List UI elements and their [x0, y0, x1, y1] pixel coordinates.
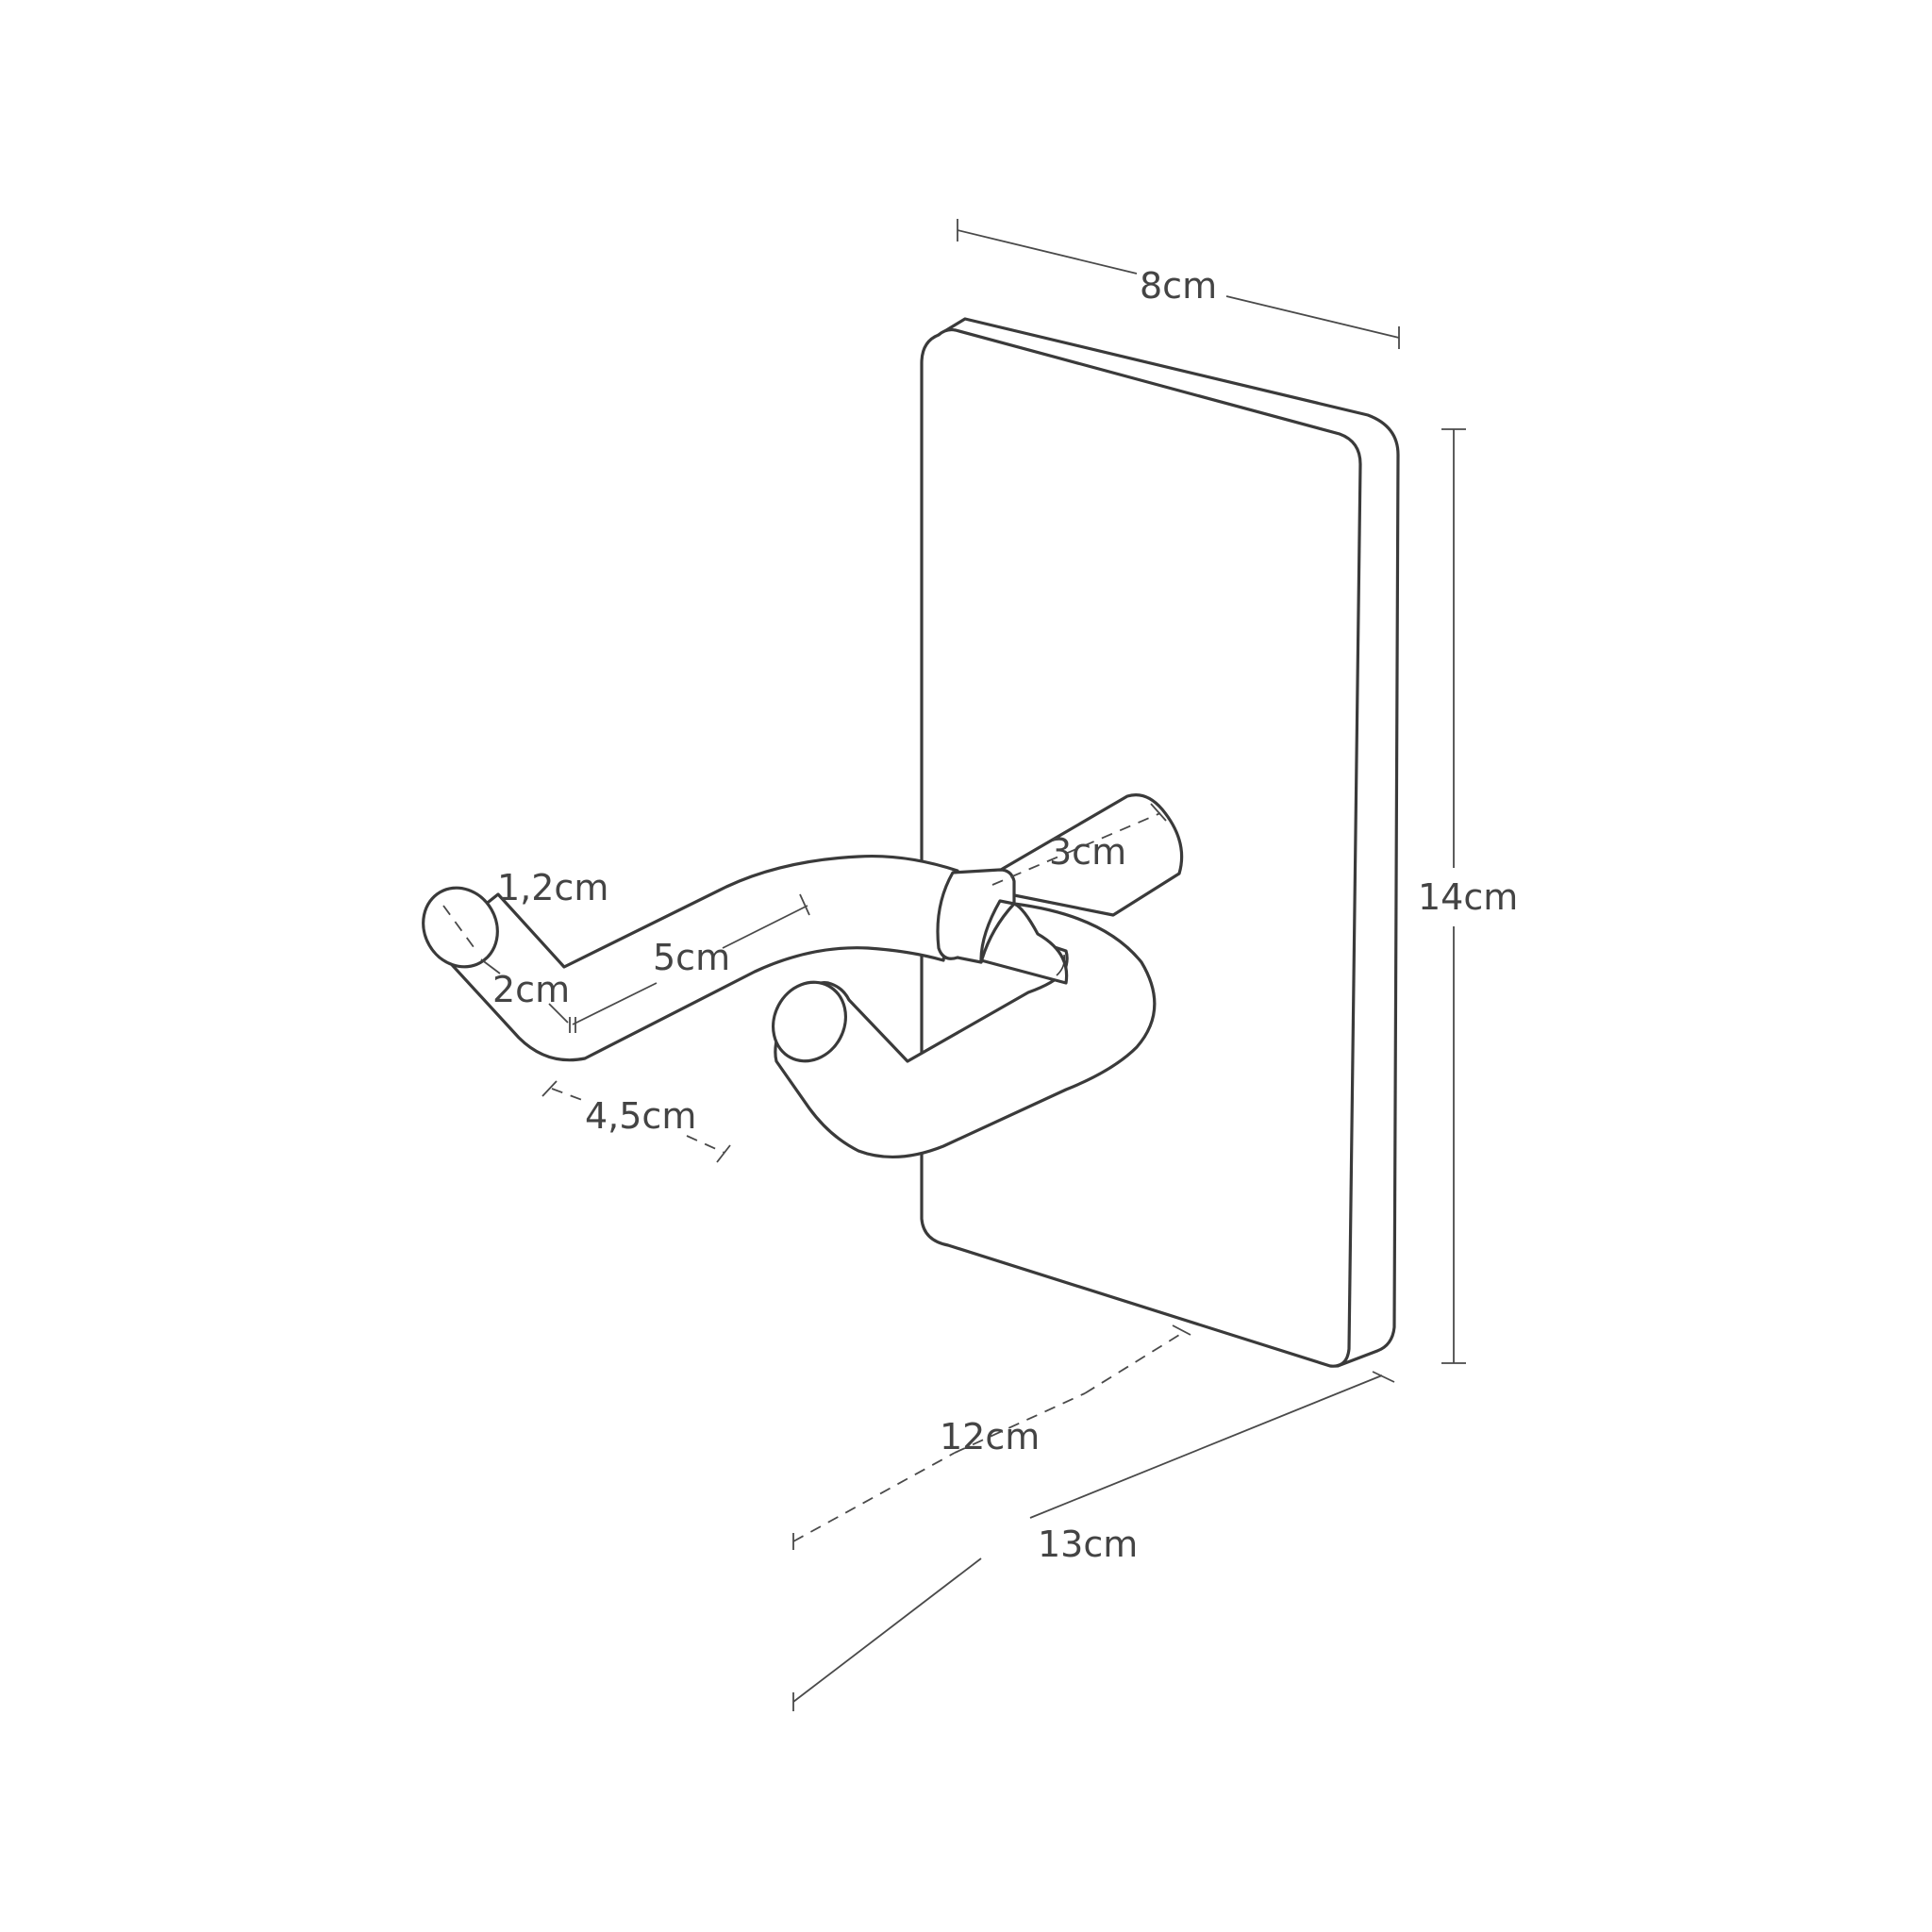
dimension-collar-length: 3cm	[991, 803, 1167, 886]
label-collar-length: 3cm	[1049, 831, 1126, 873]
dimension-depth-total: 13cm	[792, 1371, 1395, 1711]
collar-sleeve	[936, 868, 1069, 985]
hook-body	[771, 902, 1157, 1158]
dimension-plate-height: 14cm	[1418, 428, 1518, 1364]
label-tip-length: 2cm	[492, 969, 570, 1010]
dimension-tip-diameter: 1,2cm	[442, 867, 608, 952]
dimension-depth-inner: 12cm	[792, 1324, 1191, 1550]
dimension-arm-offset: 4,5cm	[541, 1080, 731, 1163]
label-arm-length: 5cm	[653, 937, 730, 978]
dimension-tip-length: 2cm	[480, 958, 570, 1024]
label-plate-width: 8cm	[1140, 265, 1217, 307]
rear-collar	[970, 793, 1184, 917]
label-depth-inner: 12cm	[940, 1416, 1040, 1457]
label-arm-offset: 4,5cm	[585, 1095, 696, 1137]
dimension-arm-length: 5cm	[569, 893, 810, 1033]
label-plate-height: 14cm	[1418, 876, 1518, 918]
label-depth-total: 13cm	[1038, 1524, 1138, 1565]
hook-arm	[422, 855, 959, 1062]
dimension-plate-width: 8cm	[957, 219, 1400, 349]
label-tip-diameter: 1,2cm	[497, 867, 608, 908]
